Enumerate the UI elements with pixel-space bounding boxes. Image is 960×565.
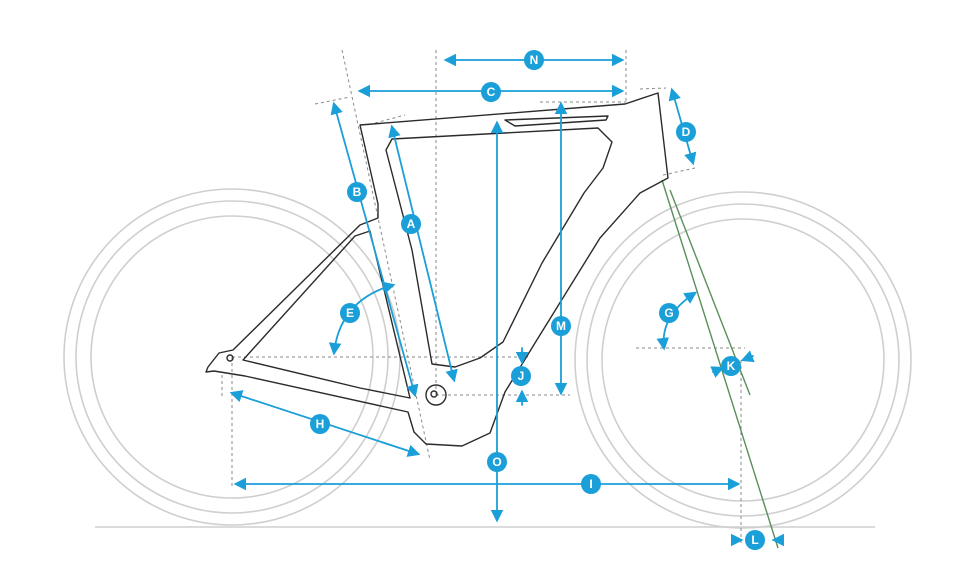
badge-label-a: A	[407, 217, 416, 231]
badge-label-d: D	[682, 125, 691, 139]
badge-b: B	[347, 182, 367, 202]
badge-e: E	[340, 303, 360, 323]
badge-g: G	[659, 303, 679, 323]
badge-label-c: C	[487, 85, 496, 99]
badge-label-k: K	[727, 359, 736, 373]
badge-n: N	[524, 50, 544, 70]
badge-label-b: B	[353, 185, 362, 199]
badge-h: H	[310, 414, 330, 434]
badge-j: J	[511, 366, 531, 386]
badge-i: I	[581, 474, 601, 494]
badge-label-j: J	[518, 369, 525, 383]
badge-label-h: H	[316, 417, 325, 431]
badge-label-o: O	[492, 455, 501, 469]
badge-l: L	[745, 530, 765, 550]
fork-line	[661, 179, 779, 549]
badge-d: D	[676, 122, 696, 142]
badge-label-i: I	[589, 477, 592, 491]
badge-label-g: G	[664, 306, 673, 320]
badge-a: A	[401, 214, 421, 234]
badge-o: O	[487, 452, 507, 472]
bike-frame	[205, 92, 669, 447]
dimension-badges: N C B A D E G M J K H O I L	[310, 50, 765, 550]
badge-label-m: M	[556, 319, 566, 333]
badge-m: M	[551, 316, 571, 336]
badge-label-n: N	[530, 53, 539, 67]
badge-label-e: E	[346, 306, 354, 320]
badge-k: K	[721, 356, 741, 376]
badge-label-l: L	[751, 533, 758, 547]
construction-guides	[221, 49, 745, 545]
front-wheel	[574, 191, 912, 529]
badge-c: C	[481, 82, 501, 102]
